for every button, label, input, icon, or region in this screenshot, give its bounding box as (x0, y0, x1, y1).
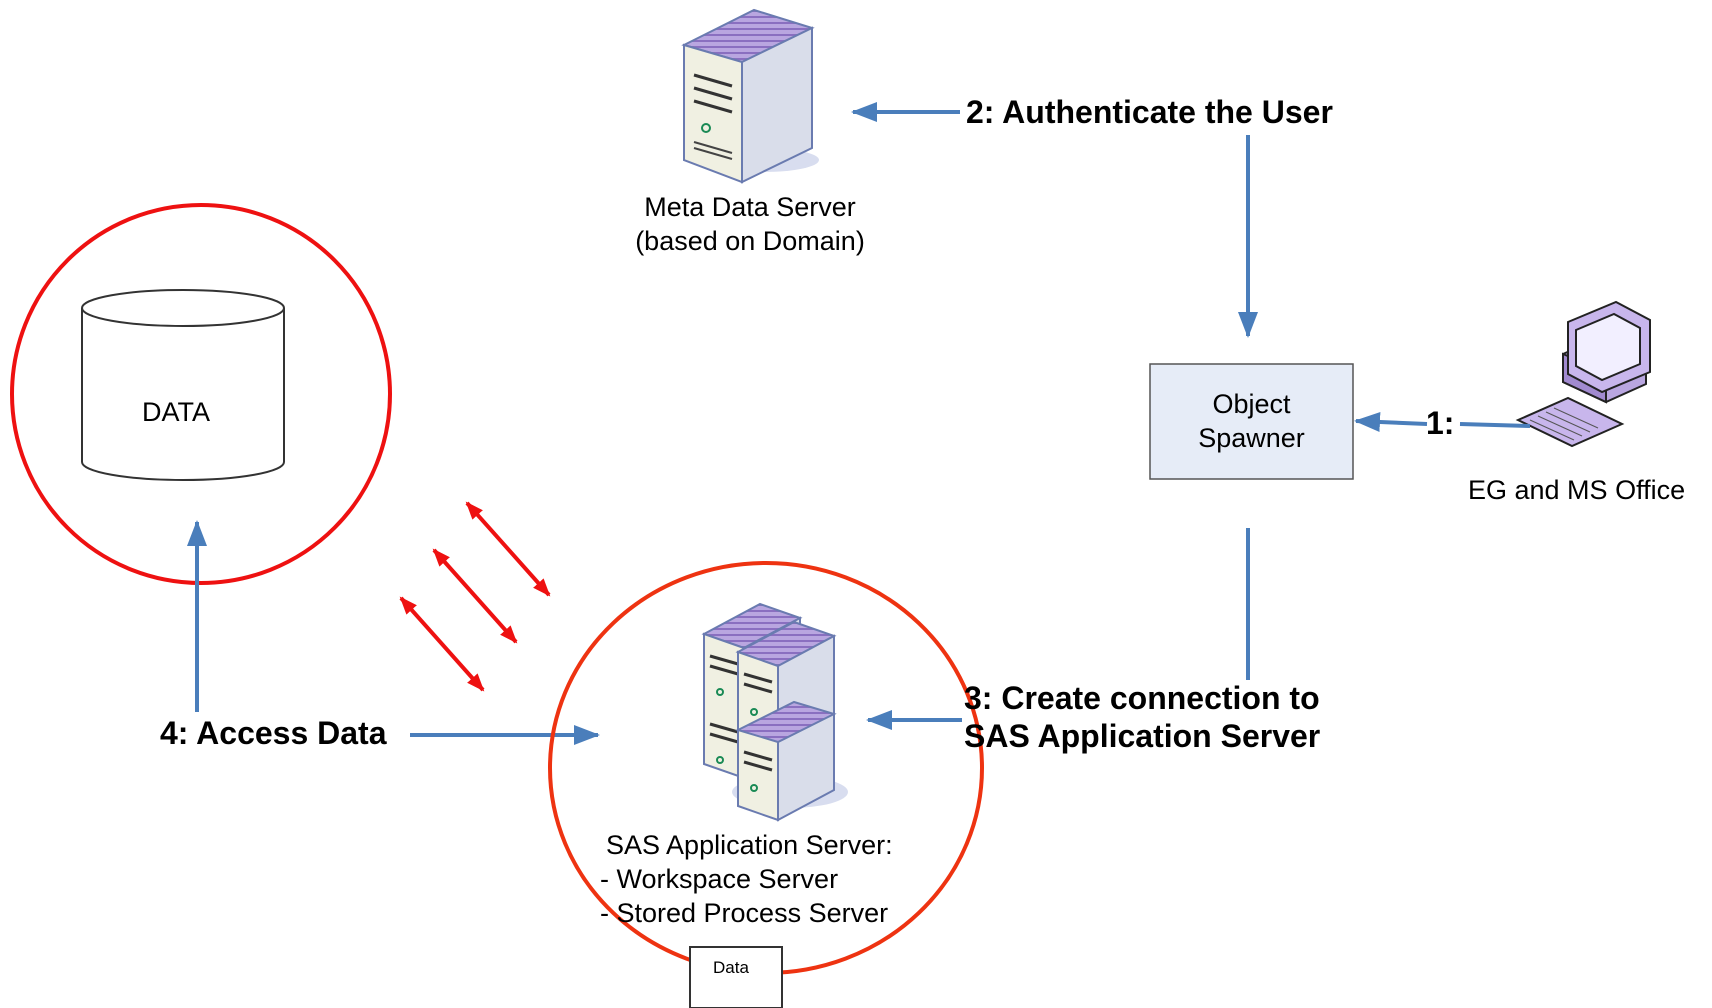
app-server-label-line2: - Workspace Server (600, 864, 839, 894)
metadata-server-label-line1: Meta Data Server (644, 192, 856, 222)
step4-label: 4: Access Data (160, 715, 387, 751)
server-tower-icon (681, 8, 819, 184)
step1-label: 1: (1426, 405, 1455, 441)
data-store-label: DATA (142, 397, 211, 427)
database-cylinder-icon (81, 289, 285, 481)
data-highlight-circle (10, 203, 392, 585)
document-icon (689, 946, 783, 1008)
step3-label-line2: SAS Application Server (964, 718, 1321, 754)
step3-label-line1: 3: Create connection to (964, 680, 1320, 716)
step3-label: 3: Create connection to SAS Application … (964, 679, 1320, 755)
data-transfer-arrow (465, 501, 551, 597)
data-doc-label: Data (713, 958, 749, 977)
server-cluster-icon (701, 602, 848, 822)
object-spawner-label-line2: Spawner (1198, 423, 1305, 453)
step2-label: 2: Authenticate the User (966, 94, 1333, 130)
metadata-server-label-line2: (based on Domain) (635, 226, 865, 256)
client-label: EG and MS Office (1468, 475, 1686, 505)
app-server-label-line3: - Stored Process Server (600, 898, 889, 928)
data-transfer-arrow (399, 596, 485, 692)
app-server-label: SAS Application Server: - Workspace Serv… (600, 828, 893, 930)
app-server-label-line1: SAS Application Server: (606, 830, 893, 860)
data-transfer-arrow (432, 548, 518, 644)
object-spawner-box (1149, 363, 1354, 480)
object-spawner-label: Object Spawner (1150, 387, 1353, 455)
object-spawner-label-line1: Object (1212, 389, 1291, 419)
desktop-computer-icon (1515, 300, 1651, 448)
arrow-step1-to-spawner (1354, 412, 1428, 433)
metadata-server-label: Meta Data Server (based on Domain) (600, 190, 900, 258)
arrow-client-to-label (1459, 422, 1531, 428)
